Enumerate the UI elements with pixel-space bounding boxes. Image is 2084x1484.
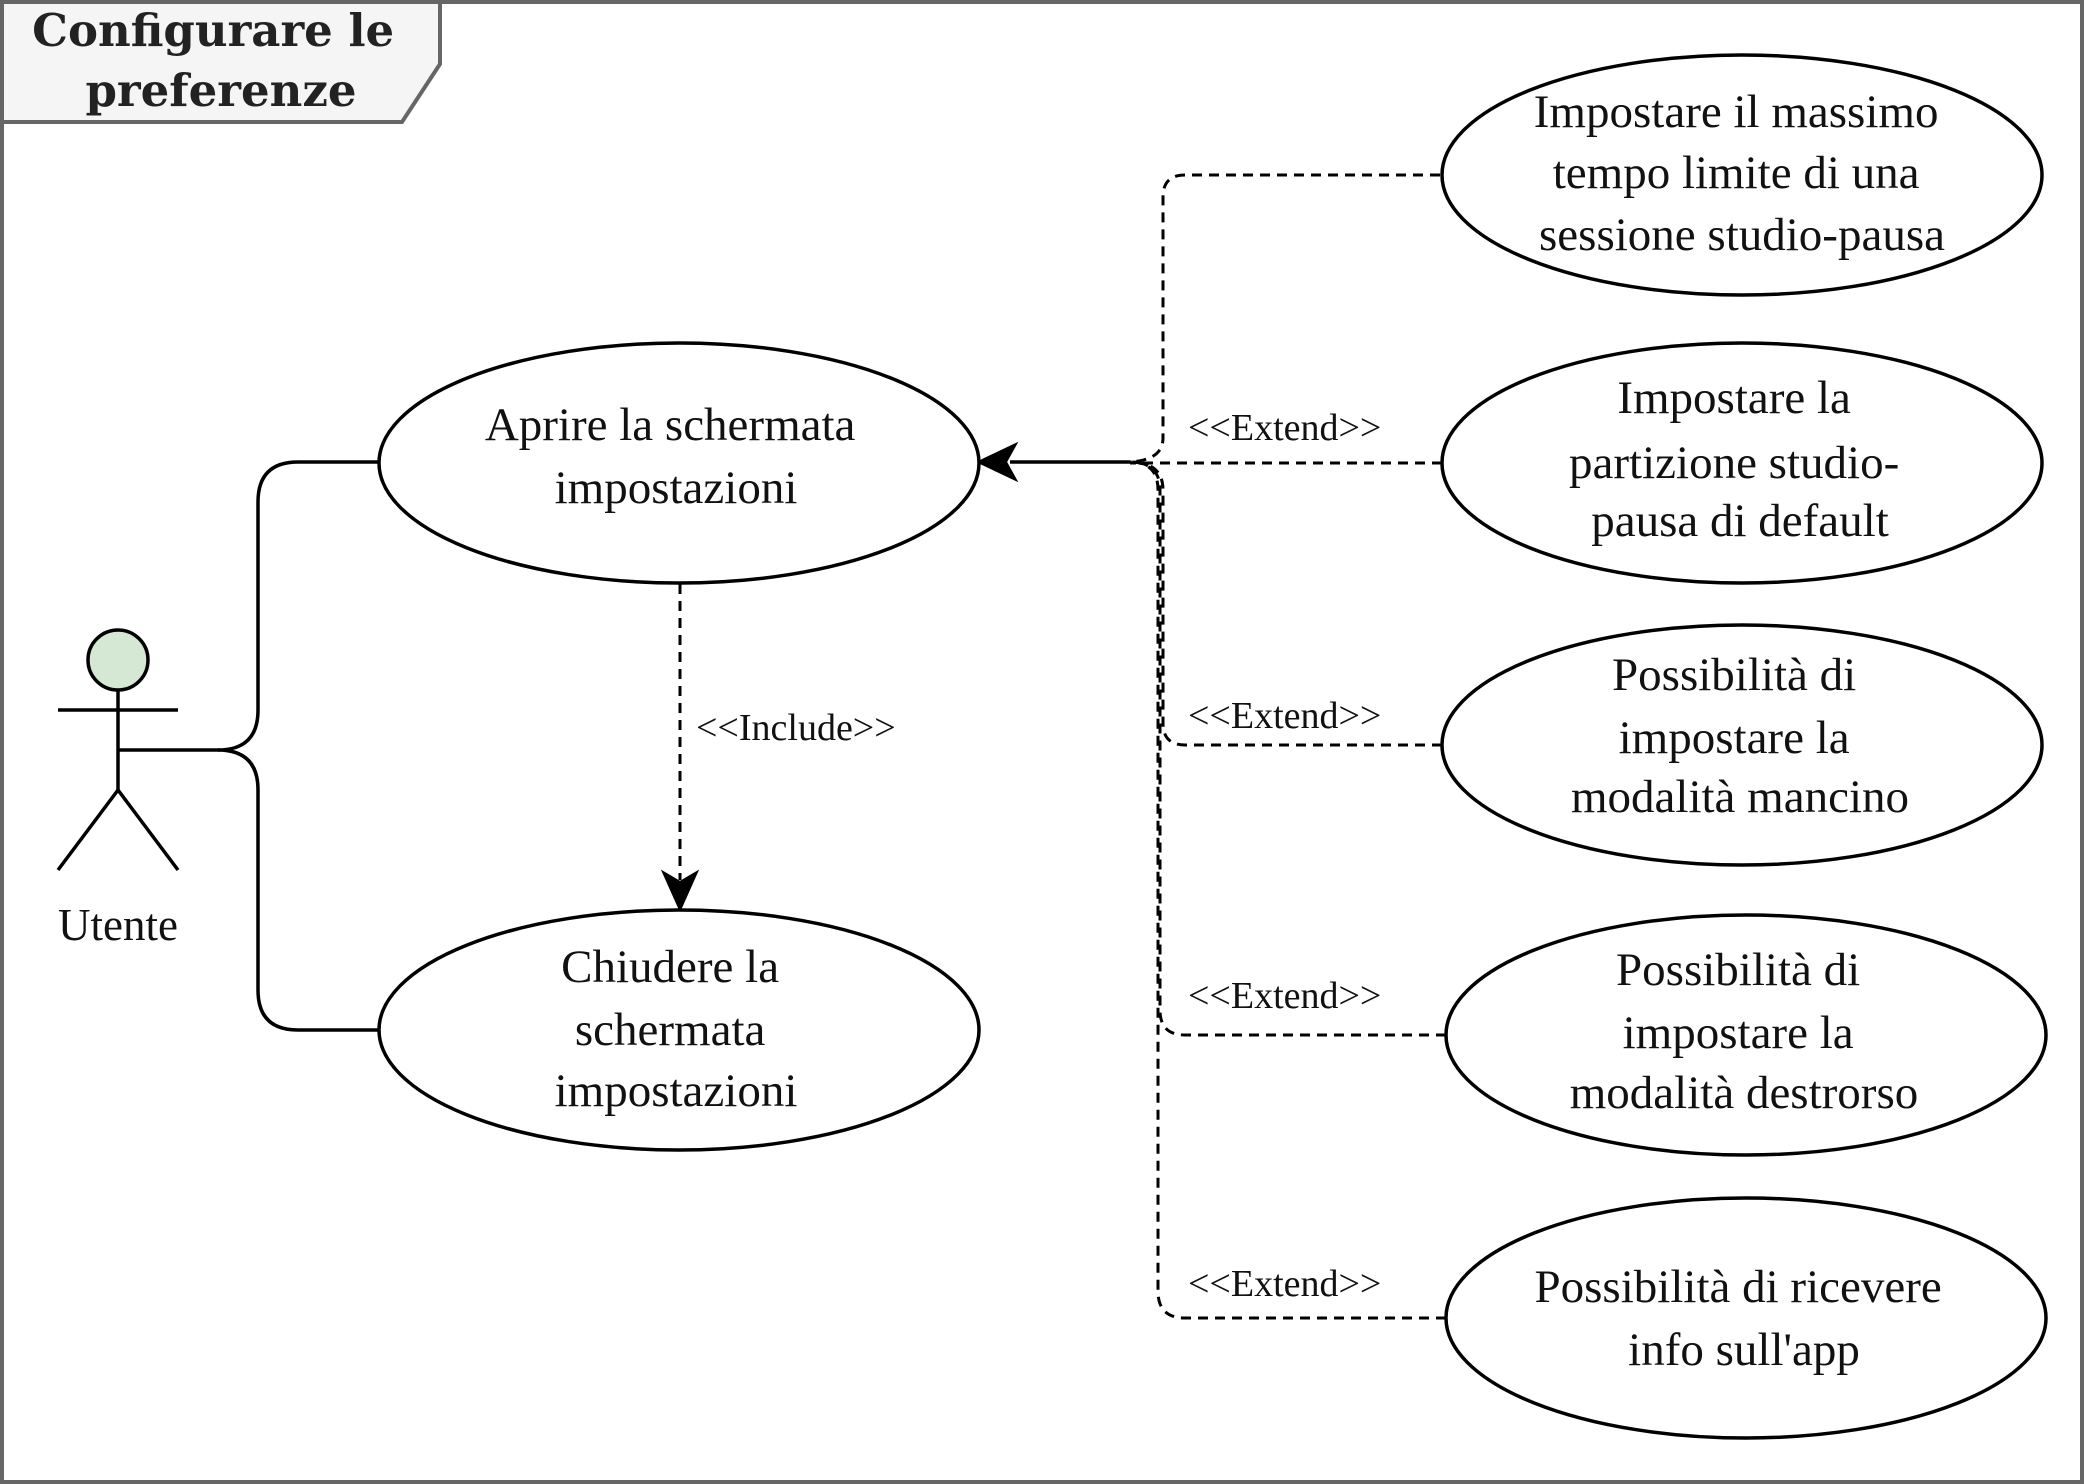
use-case-close-settings-label: Chiudere la schermata impostazioni [555,941,798,1117]
use-case-right-hand-mode-shape [1444,913,2048,1157]
actor-right-leg [116,788,180,872]
use-case-default-partition-label: Impostare la partizione studio- pausa di… [1569,372,1911,547]
use-case-max-time-label: Impostare il massimo tempo limite di una… [1534,86,1950,261]
actor-label: Utente [58,900,178,950]
association-close-settings [217,748,378,1032]
extend-connector-right-hand [1129,460,1446,1037]
extend-connector-max-time [1129,173,1440,464]
association-open-settings [118,460,378,752]
use-case-right-hand-mode-label: Possibilità di impostare la modalità des… [1570,944,1919,1119]
use-case-max-time-shape [1440,53,2044,297]
use-case-close-settings[interactable]: Chiudere la schermata impostazioni [377,908,981,1152]
use-case-app-info[interactable]: Possibilità di ricevere info sull'app [1444,1196,2048,1440]
actor-utente[interactable]: Utente [56,628,180,950]
extend-label-3: <<Extend>> [1188,975,1381,1017]
extend-arrowhead [975,441,1019,483]
actor-head [86,628,150,692]
extend-label-4: <<Extend>> [1188,1263,1381,1305]
use-case-max-time[interactable]: Impostare il massimo tempo limite di una… [1440,53,2044,297]
use-case-left-hand-mode-shape [1440,623,2044,867]
frame-title-line-1: Configurare le [32,4,394,57]
use-case-open-settings-label: Aprire la schermata impostazioni [485,399,867,514]
use-case-open-settings-shape [377,341,981,585]
frame-title-tab [0,0,442,124]
use-case-close-settings-shape [377,908,981,1152]
extend-connector-app-info [1129,460,1446,1320]
use-case-right-hand-mode[interactable]: Possibilità di impostare la modalità des… [1444,913,2048,1157]
use-case-open-settings[interactable]: Aprire la schermata impostazioni [377,341,981,585]
use-case-app-info-shape [1444,1196,2048,1440]
include-label: <<Include>> [696,707,896,749]
use-case-left-hand-mode-label: Possibilità di impostare la modalità man… [1571,649,1909,823]
extend-label-2: <<Extend>> [1188,695,1381,737]
extend-connector-left-hand [1129,460,1442,747]
frame-title-line-2: preferenze [85,64,356,117]
use-case-default-partition-shape [1440,341,2044,585]
use-case-default-partition[interactable]: Impostare la partizione studio- pausa di… [1440,341,2044,585]
frame-title: Configurare le preferenze [32,4,410,117]
include-arrowhead [660,869,700,913]
extend-label-1: <<Extend>> [1188,407,1381,449]
use-case-left-hand-mode[interactable]: Possibilità di impostare la modalità man… [1440,623,2044,867]
use-case-app-info-label: Possibilità di ricevere info sull'app [1535,1261,1954,1376]
actor-left-leg [56,788,120,872]
